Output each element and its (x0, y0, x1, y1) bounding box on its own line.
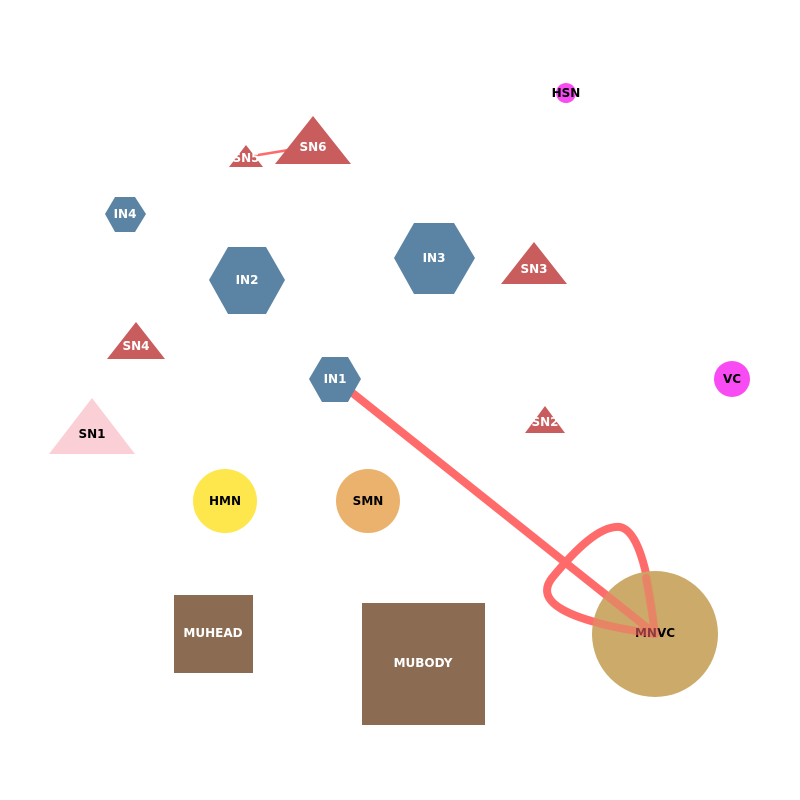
node-hsn-shape (556, 83, 576, 103)
node-vc[interactable]: VC (714, 361, 750, 397)
node-sn5[interactable]: SN5 (229, 145, 263, 167)
node-in1[interactable]: IN1 (309, 357, 361, 402)
node-sn4-shape (107, 322, 165, 359)
node-smn-shape (336, 469, 400, 533)
node-in4[interactable]: IN4 (105, 197, 146, 232)
node-sn3-label: SN3 (520, 262, 547, 276)
node-in1-shape (309, 357, 361, 402)
node-in4-label: IN4 (114, 207, 137, 221)
node-sn5-shape (229, 145, 263, 167)
node-sn5-label: SN5 (232, 151, 259, 165)
node-in2-shape (209, 247, 285, 314)
node-vc-label: VC (723, 372, 741, 386)
node-sn6[interactable]: SN6 (275, 116, 351, 164)
edge-in1-mnvc-overlay (596, 586, 659, 638)
node-hmn-shape (193, 469, 257, 533)
node-in1-label: IN1 (324, 372, 347, 386)
node-hmn-label: HMN (209, 494, 241, 508)
edge-mnvc-self-loop-overlay (591, 574, 659, 638)
node-sn6-label: SN6 (299, 140, 326, 154)
node-sn1-label: SN1 (78, 427, 105, 441)
node-sn6-shape (275, 116, 351, 164)
node-in2[interactable]: IN2 (209, 247, 285, 314)
node-in4-shape (105, 197, 146, 232)
node-sn4-label: SN4 (122, 339, 149, 353)
node-sn3[interactable]: SN3 (501, 242, 567, 284)
node-sn2-label: SN2 (531, 415, 558, 429)
node-vc-shape (714, 361, 750, 397)
node-mubody[interactable]: MUBODY (362, 603, 485, 725)
node-smn[interactable]: SMN (336, 469, 400, 533)
node-muhead-shape (174, 595, 253, 673)
node-sn1[interactable]: SN1 (49, 398, 135, 454)
node-hsn-label: HSN (552, 86, 581, 100)
node-in3[interactable]: IN3 (394, 223, 475, 294)
node-muhead[interactable]: MUHEAD (174, 595, 253, 673)
node-mubody-label: MUBODY (394, 656, 453, 670)
node-sn1-shape (49, 398, 135, 454)
node-in2-label: IN2 (236, 273, 259, 287)
node-sn3-shape (501, 242, 567, 284)
node-smn-label: SMN (353, 494, 384, 508)
node-muhead-label: MUHEAD (183, 626, 242, 640)
node-sn2-shape (525, 406, 565, 433)
node-mubody-shape (362, 603, 485, 725)
edges-overlay (591, 574, 659, 638)
node-hmn[interactable]: HMN (193, 469, 257, 533)
node-hsn[interactable]: HSN (552, 83, 581, 103)
node-sn4[interactable]: SN4 (107, 322, 165, 359)
node-sn2[interactable]: SN2 (525, 406, 565, 433)
node-in3-shape (394, 223, 475, 294)
node-in3-label: IN3 (423, 251, 446, 265)
edge-mnvc-self-loop (543, 522, 659, 638)
